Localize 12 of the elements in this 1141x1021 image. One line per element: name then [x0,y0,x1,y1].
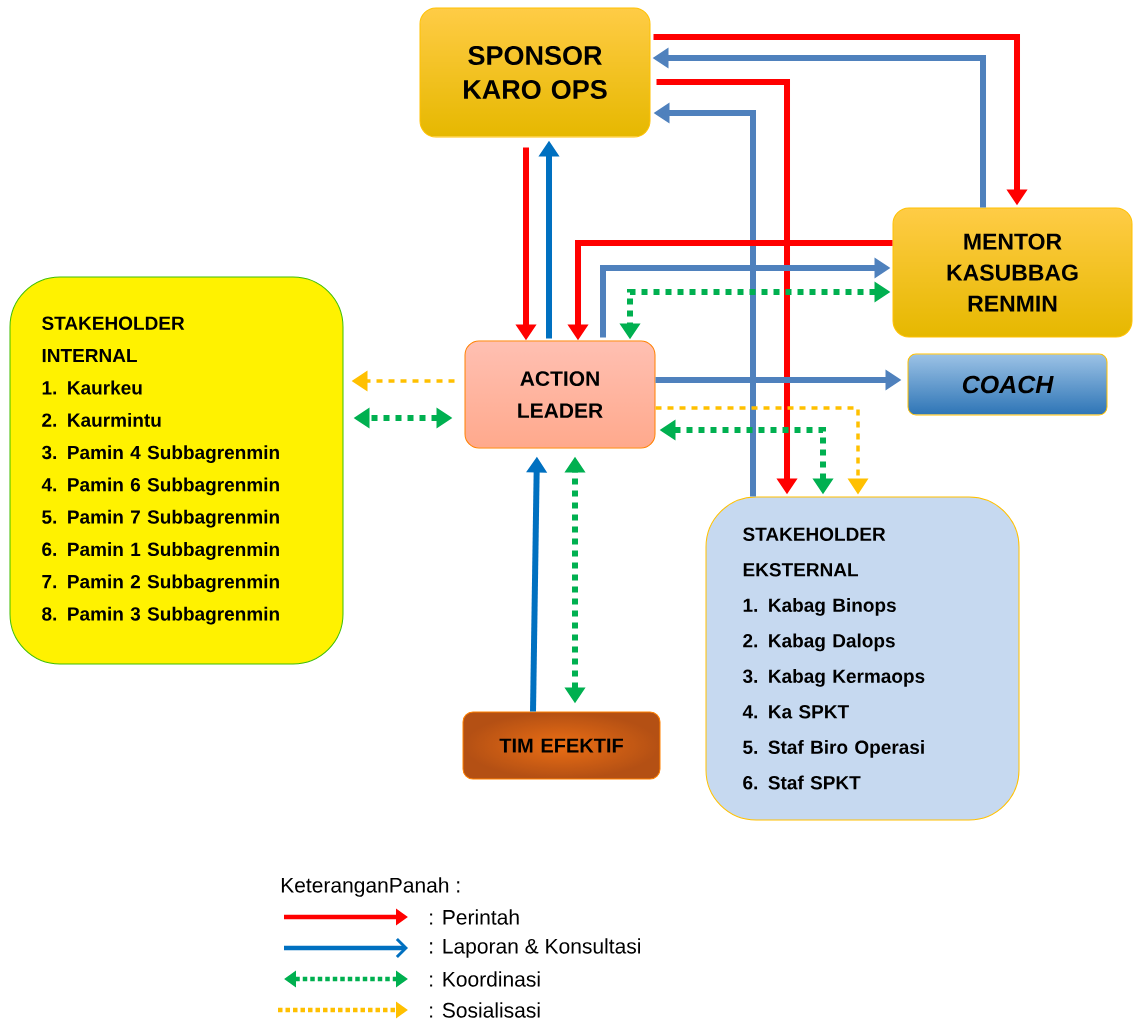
legend-text: : Sosialisasi [430,1002,540,1018]
legend-text: : Laporan & Konsultasi [430,938,640,958]
legend-text: : Perintah [430,909,519,925]
legend-text: : Koordinasi [430,971,540,987]
legend-title: KeteranganPanah : [281,877,460,897]
stakeholder-list-box: STAKEHOLDER EKSTERNAL 1. Kabag Binops 2. Kabag Dalops 3. Kabag Kermaops 4. Ka SPKT 5. Staf Biro Operasi 6. Staf SPKT [705,496,1020,821]
role-box: ACTION LEADER [464,340,656,449]
stakeholder-list-box: STAKEHOLDER INTERNAL 1. Kaurkeu 2. Kaurmintu 3. Pamin 4 Subbagrenmin 4. Pamin 6 Subbagrenmin 5. Pamin 7 Subbagrenmin 6. Pamin 1 Subbagrenmin 7. Pamin 2 Subbagrenmin 8. Pamin 3 Subbagrenmin [9,276,344,665]
role-box: TIM EFEKTIF [462,711,661,780]
role-box: COACH [907,353,1108,416]
role-box: SPONSOR KARO OPS [419,7,651,138]
role-box: MENTOR KASUBBAG RENMIN [892,207,1133,338]
